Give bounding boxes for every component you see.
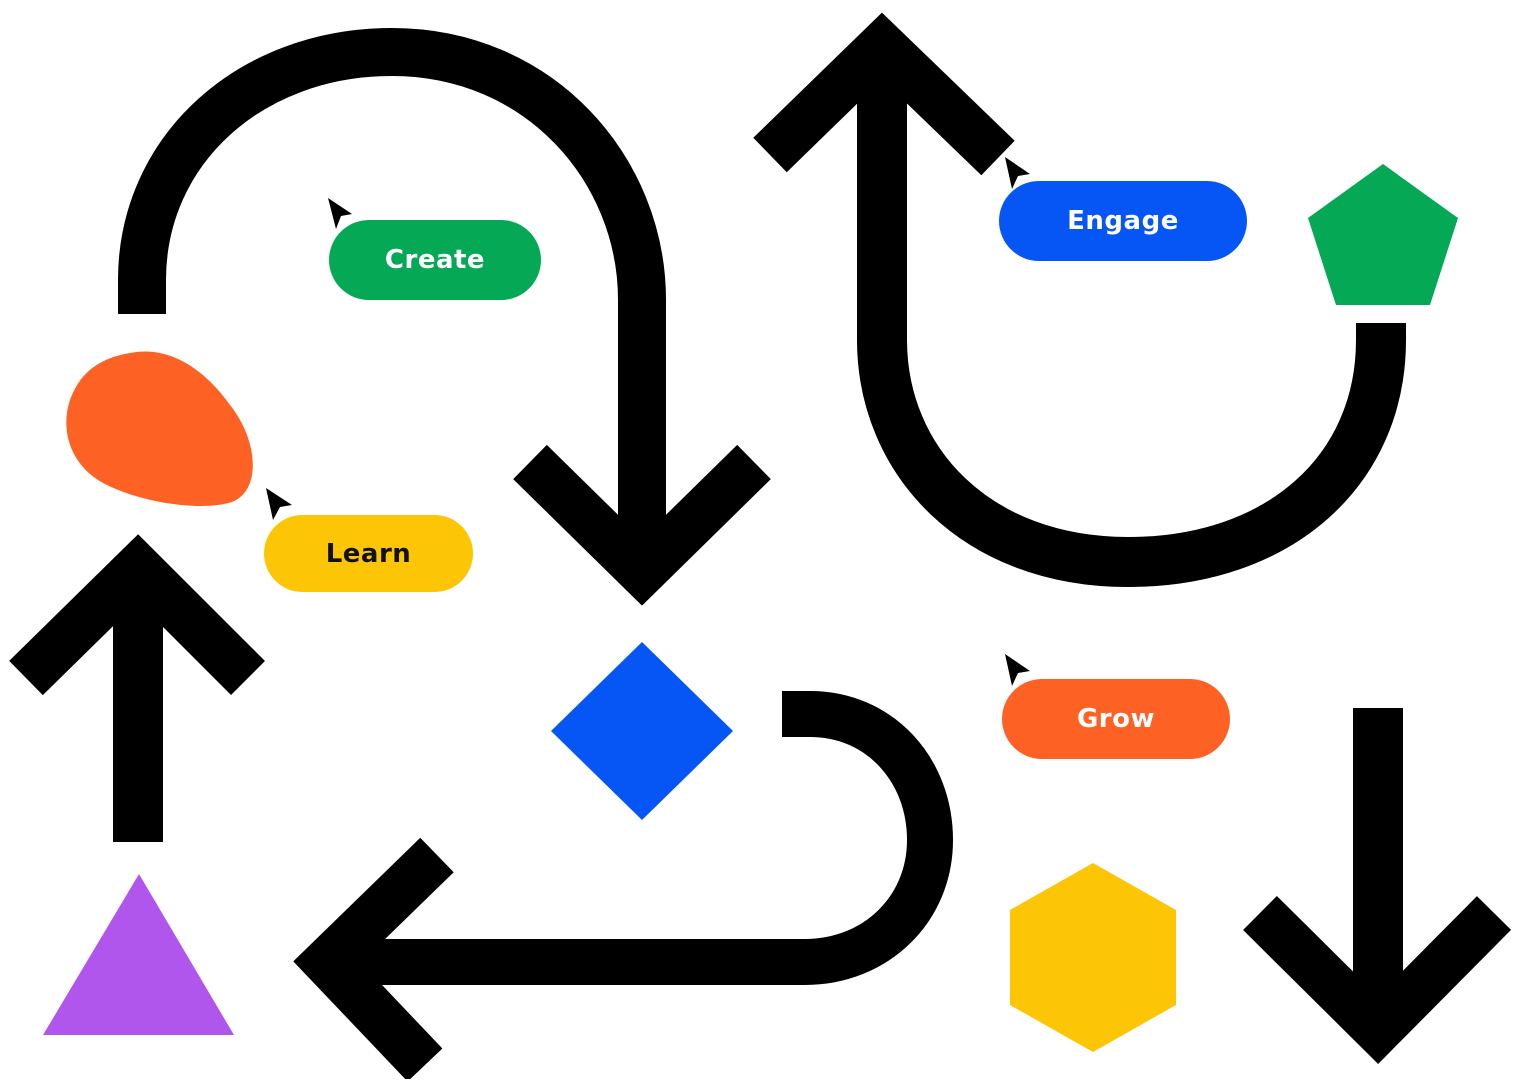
engage-label: Engage <box>999 181 1247 261</box>
arrow-head-left-icon <box>293 837 454 1082</box>
diamond-shape <box>551 642 733 820</box>
u-arrow-up-icon <box>857 55 1406 588</box>
arrow-head-up-icon <box>753 12 1015 176</box>
blob-shape <box>66 351 253 506</box>
mouse-pointer-icon <box>1005 157 1030 189</box>
learn-label: Learn <box>264 515 473 592</box>
mouse-pointer-icon <box>328 198 352 229</box>
loop-arrow-down-icon <box>118 27 666 560</box>
arrow-head-down-right-icon <box>1243 895 1512 1064</box>
arrow-head-down-icon <box>513 444 771 606</box>
pentagon-shape <box>1308 164 1458 305</box>
hexagon-shape <box>1010 863 1176 1052</box>
mouse-pointer-icon <box>266 488 292 520</box>
arrow-head-up-left-icon <box>9 534 265 696</box>
mouse-pointer-icon <box>1005 654 1030 686</box>
triangle-shape <box>43 874 234 1035</box>
grow-label: Grow <box>1002 679 1230 759</box>
create-label: Create <box>329 220 541 300</box>
hook-arrow-left-icon <box>325 691 954 985</box>
